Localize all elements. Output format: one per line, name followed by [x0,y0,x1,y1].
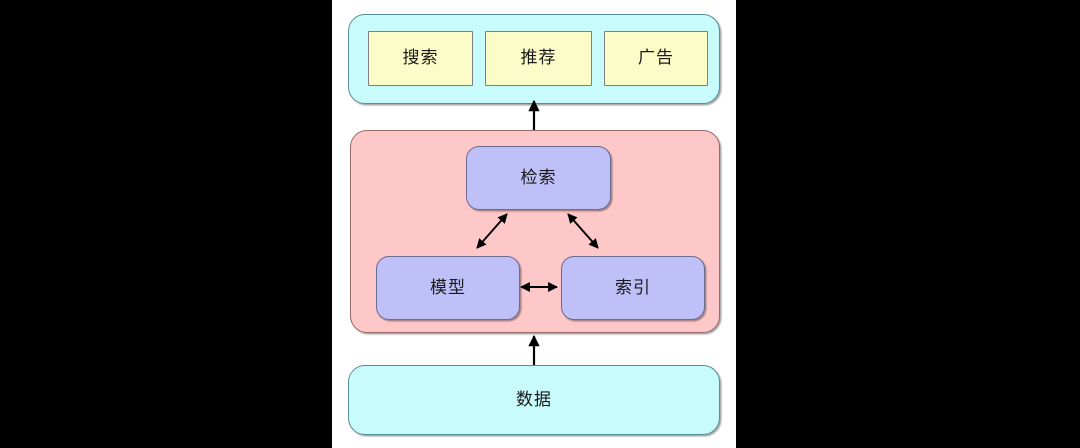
core-node-retrieval[interactable]: 检索 [466,146,611,210]
app-node-ads[interactable]: 广告 [604,31,708,86]
letterbox-band-right [736,0,1080,448]
app-node-search[interactable]: 搜索 [368,31,473,86]
core-container[interactable]: 检索 模型 索引 [350,130,720,333]
app-node-recommend[interactable]: 推荐 [485,31,592,86]
core-node-model[interactable]: 模型 [376,256,520,320]
core-node-index[interactable]: 索引 [561,256,705,320]
letterbox-band-left [0,0,332,448]
applications-container[interactable]: 搜索 推荐 广告 [348,14,720,104]
data-node[interactable]: 数据 [348,365,720,435]
